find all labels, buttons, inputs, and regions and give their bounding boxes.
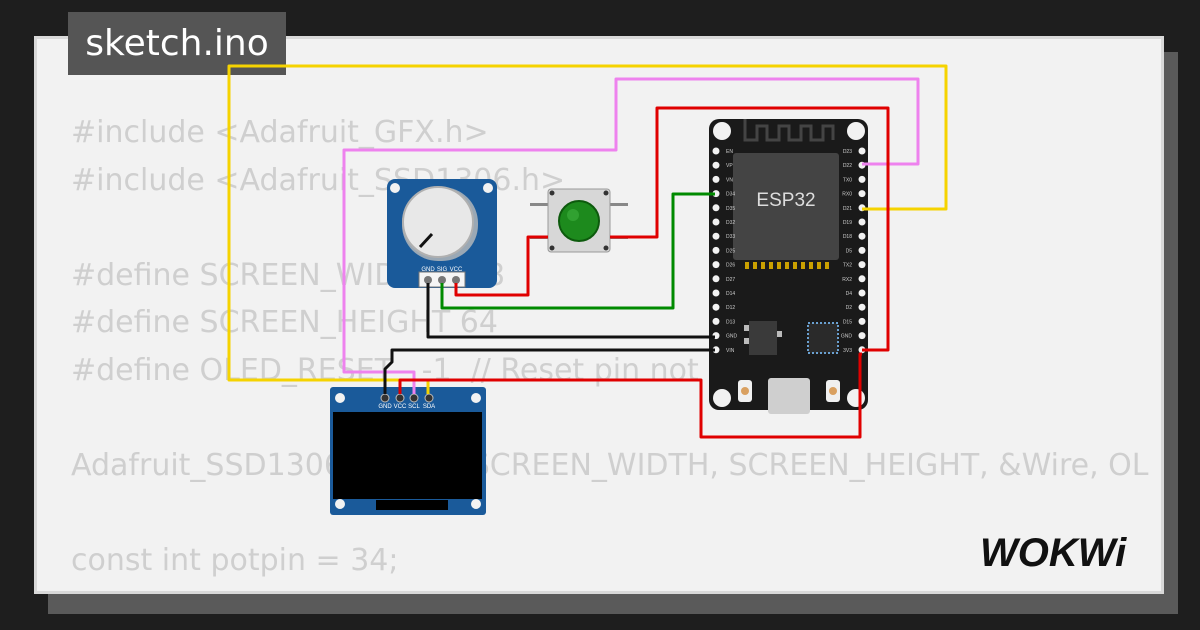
esp32-pin-d23[interactable] bbox=[858, 147, 866, 155]
pot-pin-sig: SIG bbox=[437, 267, 448, 273]
esp32-pin-vin[interactable] bbox=[712, 346, 720, 354]
esp32-pin-label: D15 bbox=[843, 319, 852, 325]
esp32-pin-label: VN bbox=[726, 177, 733, 183]
oled-display[interactable]: GND VCC SCL SDA bbox=[330, 387, 486, 515]
wire-red-pot-vcc bbox=[454, 235, 548, 297]
esp32-pin-en[interactable] bbox=[712, 147, 720, 155]
oled-pin-sda: SDA bbox=[423, 404, 435, 410]
oled-pin-gnd: GND bbox=[378, 404, 392, 410]
esp32-pin-label: D13 bbox=[726, 319, 735, 325]
pot-pin-gnd: GND bbox=[421, 267, 435, 273]
knob-icon bbox=[402, 186, 474, 258]
esp32-pin-label: D34 bbox=[726, 192, 735, 198]
oled-pin-scl: SCL bbox=[408, 404, 420, 410]
esp32-pin-label: D14 bbox=[726, 291, 735, 297]
esp32-pin-d4[interactable] bbox=[858, 289, 866, 297]
project-card: #include <Adafruit_GFX.h>#include <Adafr… bbox=[34, 36, 1164, 594]
esp32-pin-label: RX0 bbox=[842, 192, 852, 198]
button-cap-icon bbox=[558, 200, 600, 242]
wire-black-pot-gnd bbox=[426, 283, 715, 339]
esp32-pin-d12[interactable] bbox=[712, 303, 720, 311]
esp32-pin-label: GND bbox=[841, 334, 853, 340]
esp32-pin-label: D12 bbox=[726, 305, 735, 311]
wire-black-oled-gnd bbox=[383, 348, 715, 394]
esp32-pin-label: D27 bbox=[726, 277, 735, 283]
usb-port bbox=[768, 378, 810, 414]
pushbutton[interactable] bbox=[530, 188, 628, 253]
esp32-pin-label: D5 bbox=[846, 248, 853, 254]
code-line: int potVal = 0; bbox=[71, 584, 1149, 591]
esp32-pin-d5[interactable] bbox=[858, 246, 866, 254]
wokwi-logo-text: WOKWi bbox=[980, 531, 1127, 575]
esp32-pin-tx0[interactable] bbox=[858, 175, 866, 183]
esp32-pin-label: D21 bbox=[843, 206, 852, 212]
oled-pin-vcc: VCC bbox=[394, 404, 407, 410]
pot-pin-vcc: VCC bbox=[450, 267, 463, 273]
esp32-pin-vn[interactable] bbox=[712, 175, 720, 183]
esp32-pin-label: D33 bbox=[726, 234, 735, 240]
esp32-pin-d13[interactable] bbox=[712, 317, 720, 325]
esp32-pin-label: VIN bbox=[726, 348, 735, 354]
esp32-pin-label: 3V3 bbox=[843, 348, 852, 354]
esp32-pin-d25[interactable] bbox=[712, 246, 720, 254]
esp32-pin-d26[interactable] bbox=[712, 261, 720, 269]
wire-green-sig bbox=[440, 192, 715, 310]
wokwi-logo: WOKWi bbox=[980, 531, 1127, 575]
esp32-pin-label: RX2 bbox=[842, 277, 852, 283]
esp32-pin-label: D2 bbox=[846, 305, 853, 311]
oled-screen bbox=[333, 412, 482, 499]
esp32-pin-label: D26 bbox=[726, 263, 735, 269]
esp32-board[interactable]: ESP32 ENVPVND34D35D32D33D25D26D27D14D12D… bbox=[709, 119, 868, 414]
esp32-pin-d19[interactable] bbox=[858, 218, 866, 226]
code-line: #define SCREEN_HEIGHT 64 bbox=[71, 305, 498, 340]
esp32-pin-d18[interactable] bbox=[858, 232, 866, 240]
esp32-label: ESP32 bbox=[756, 190, 815, 211]
esp32-pin-d32[interactable] bbox=[712, 218, 720, 226]
wires bbox=[227, 64, 948, 439]
esp32-pin-label: VP bbox=[726, 163, 733, 169]
esp32-pin-d15[interactable] bbox=[858, 317, 866, 325]
esp32-pin-d27[interactable] bbox=[712, 275, 720, 283]
code-line: #define OLED_RESET -1 // Reset pin not u… bbox=[71, 352, 781, 388]
code-line: const int potpin = 34; bbox=[71, 542, 399, 578]
esp32-pin-label: D4 bbox=[846, 291, 853, 297]
wire-red-oled-vcc bbox=[398, 352, 862, 439]
wire-violet-scl bbox=[342, 77, 920, 394]
esp32-pin-vp[interactable] bbox=[712, 161, 720, 169]
esp32-pin-label: D22 bbox=[843, 163, 852, 169]
esp32-pin-d14[interactable] bbox=[712, 289, 720, 297]
esp32-pin-d33[interactable] bbox=[712, 232, 720, 240]
esp32-pin-label: TX2 bbox=[843, 263, 852, 269]
esp32-chip bbox=[733, 153, 839, 260]
esp32-pin-rx2[interactable] bbox=[858, 275, 866, 283]
esp32-pin-label: D19 bbox=[843, 220, 852, 226]
reset-button-icon bbox=[741, 387, 749, 395]
esp32-pin-label: GND bbox=[726, 334, 738, 340]
wire-red-button bbox=[610, 106, 890, 352]
esp32-pin-label: D18 bbox=[843, 234, 852, 240]
esp32-pin-label: D32 bbox=[726, 220, 735, 226]
esp32-pin-label: D25 bbox=[726, 248, 735, 254]
esp32-pin-label: D23 bbox=[843, 149, 852, 155]
esp32-pin-gnd[interactable] bbox=[858, 332, 866, 340]
esp32-pin-rx0[interactable] bbox=[858, 190, 866, 198]
esp32-pin-tx2[interactable] bbox=[858, 261, 866, 269]
esp32-pin-d35[interactable] bbox=[712, 204, 720, 212]
code-line: #include <Adafruit_GFX.h> bbox=[71, 115, 489, 150]
esp32-pin-d2[interactable] bbox=[858, 303, 866, 311]
esp32-pin-label: D35 bbox=[726, 206, 735, 212]
file-tab[interactable]: sketch.ino bbox=[68, 12, 286, 75]
boot-button-icon bbox=[829, 387, 837, 395]
esp32-pin-label: EN bbox=[726, 149, 733, 155]
esp32-pin-label: TX0 bbox=[843, 177, 852, 183]
potentiometer-module[interactable]: GND SIG VCC bbox=[387, 179, 497, 288]
